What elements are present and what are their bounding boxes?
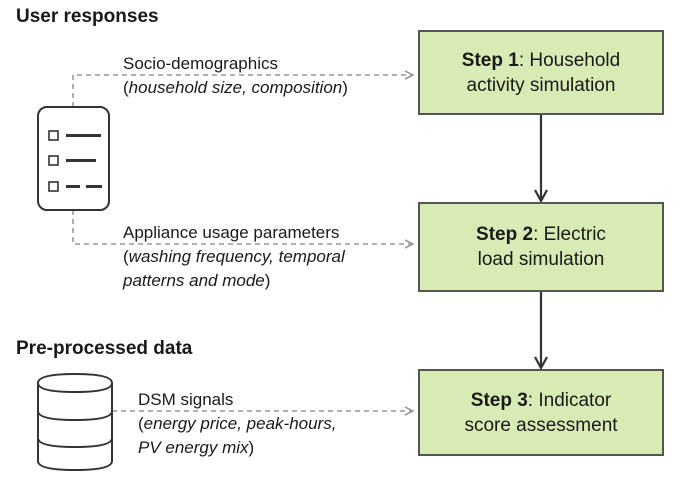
socio-demographics-label: Socio-demographics (household size, comp… (123, 52, 348, 100)
step-2-box: Step 2: Electric load simulation (418, 202, 664, 292)
step-2-subtitle: load simulation (477, 249, 605, 270)
appliance-usage-title: Appliance usage parameters (123, 223, 340, 242)
step-2-number: Step 2 (476, 224, 534, 245)
database-icon (37, 372, 113, 472)
checklist-document-icon (37, 106, 110, 211)
step-3-subtitle: score assessment (464, 414, 618, 436)
socio-demographics-connector (72, 75, 413, 107)
dsm-signals-label: DSM signals (energy price, peak-hours, P… (138, 388, 336, 460)
step-3-number: Step 3 (470, 389, 528, 411)
step-1-heading: Step 1: Household (462, 48, 620, 73)
appliance-usage-label: Appliance usage parameters (washing freq… (123, 221, 345, 293)
dsm-signals-detail-1: (energy price, peak-hours, (138, 414, 337, 433)
step-3-title: : Indicator (527, 389, 612, 411)
dsm-signals-title: DSM signals (138, 390, 234, 409)
socio-demographics-detail: (household size, composition) (123, 78, 348, 97)
step-1-subtitle: activity simulation (466, 74, 616, 96)
step-3-box: Step 3: Indicator score assessment (418, 369, 664, 456)
step-1-number: Step 1 (461, 49, 519, 71)
dsm-signals-detail-2: PV energy mix) (138, 438, 255, 457)
step-3-heading: Step 3: Indicator (471, 388, 611, 413)
step-1-box: Step 1: Household activity simulation (418, 30, 664, 115)
socio-demographics-title: Socio-demographics (123, 54, 278, 73)
appliance-usage-connector (72, 210, 413, 244)
appliance-usage-detail-2: patterns and mode) (123, 271, 271, 290)
appliance-usage-detail-1: (washing frequency, temporal (123, 247, 345, 266)
step-1-title: : Household (518, 49, 621, 71)
step-2-heading: Step 2: Electric (476, 222, 606, 247)
section-title-user-responses: User responses (16, 6, 159, 27)
section-title-preprocessed-data: Pre-processed data (16, 338, 193, 359)
step-2-title: : Electric (533, 224, 606, 245)
